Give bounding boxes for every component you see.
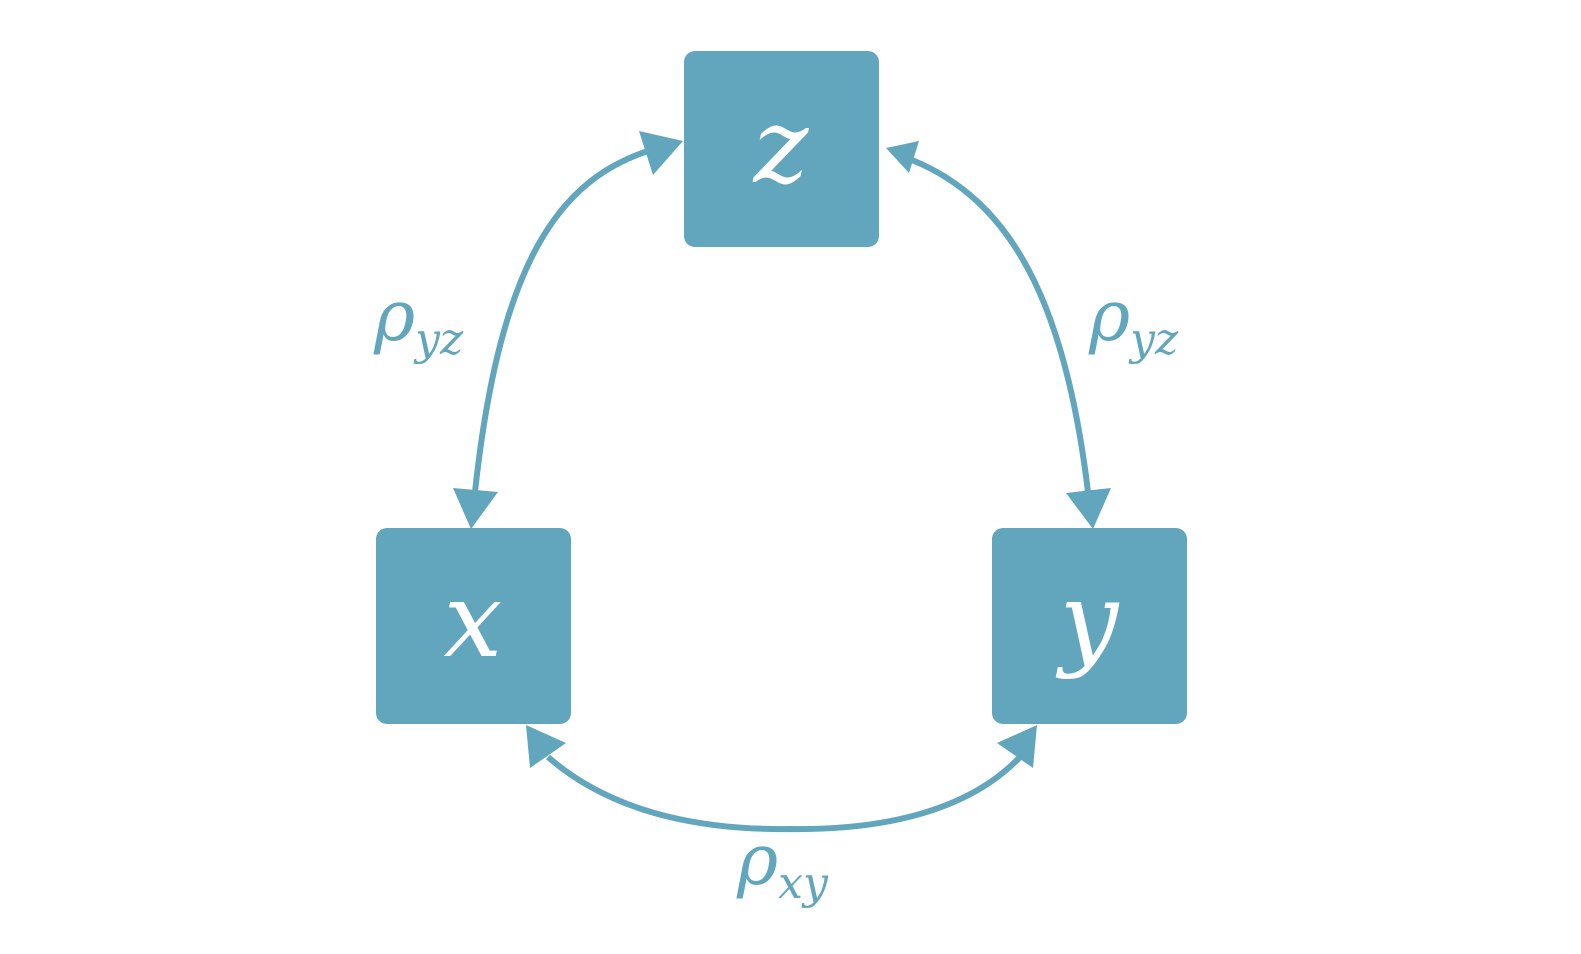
edge-z-y-arrowhead-z <box>886 141 919 173</box>
edge-x-z-label-symbol: ρ <box>373 275 415 357</box>
node-z-box <box>684 51 879 247</box>
node-y: y <box>992 528 1187 724</box>
edge-z-y-label-symbol: ρ <box>1088 275 1130 357</box>
node-x: x <box>376 528 571 724</box>
node-x-label: x <box>444 559 503 681</box>
edge-x-y-line <box>546 754 1023 833</box>
edge-z-y-label-subscript: yz <box>1128 314 1179 365</box>
edge-z-y-line <box>910 157 1091 493</box>
edge-x-y-label-subscript: xy <box>778 858 829 909</box>
edge-x-z-arrowhead-z <box>639 131 683 175</box>
edge-x-z-label-subscript: yz <box>413 314 464 365</box>
edge-x-z-label: ρyz <box>373 275 464 365</box>
edge-z-y-label: ρyz <box>1088 275 1179 365</box>
edge-x-z <box>453 131 683 529</box>
node-y-box <box>992 528 1187 724</box>
edge-z-y-arrowhead-y <box>1066 488 1111 529</box>
edge-z-y <box>886 141 1111 529</box>
edge-x-y-label-symbol: ρ <box>736 819 778 901</box>
node-y-label: y <box>1056 559 1120 681</box>
edge-x-y-arrowhead-x <box>526 725 566 768</box>
node-z-label: z <box>752 85 810 207</box>
edge-x-z-arrowhead-x <box>453 488 498 529</box>
edge-x-y-arrowhead-y <box>997 725 1037 768</box>
edge-x-z-line <box>472 148 649 493</box>
node-z: z <box>684 51 879 247</box>
node-x-box <box>376 528 571 724</box>
edge-x-y <box>526 725 1037 833</box>
edge-x-y-label: ρxy <box>736 819 829 909</box>
